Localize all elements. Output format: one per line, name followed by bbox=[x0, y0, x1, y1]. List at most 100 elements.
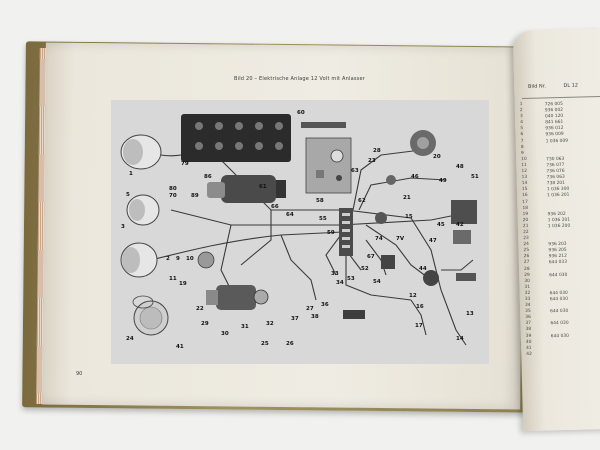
diagram-label: 14 bbox=[456, 336, 464, 342]
diagram-label: 7V bbox=[396, 236, 405, 242]
regulator bbox=[451, 200, 477, 224]
starter-motor bbox=[207, 175, 286, 203]
fuse-box bbox=[339, 208, 353, 256]
diagram-label: 45 bbox=[437, 222, 445, 228]
page-number: 90 bbox=[76, 371, 83, 377]
headlight-left-middle bbox=[126, 194, 160, 226]
diagram-label: 22 bbox=[196, 306, 204, 312]
connector-block bbox=[456, 273, 476, 281]
diagram-label: 51 bbox=[471, 174, 479, 180]
table-header-figure-no: Bild Nr. bbox=[527, 83, 546, 90]
table-cell: 17 bbox=[522, 199, 528, 205]
diagram-label: 13 bbox=[466, 311, 474, 317]
diagram-label: 37 bbox=[291, 316, 299, 322]
diagram-label: 12 bbox=[409, 293, 417, 299]
diagram-label: 20 bbox=[433, 154, 441, 160]
figure-caption: Bild 20 – Elektrische Anlage 12 Volt mit… bbox=[234, 76, 365, 82]
diagram-label: 3 bbox=[121, 224, 125, 230]
table-cell: 16 bbox=[522, 193, 528, 199]
diagram-label: 9 bbox=[176, 256, 180, 262]
dimmer-switch bbox=[375, 212, 387, 224]
table-cell: 1 036 201 bbox=[547, 193, 570, 199]
diagram-label: 41 bbox=[176, 344, 184, 350]
table-cell: 27 bbox=[523, 260, 530, 266]
diagram-label: 21 bbox=[403, 195, 411, 201]
wiring-diagram-plate: 80 79 70 89 86 60 61 66 64 55 58 59 62 6… bbox=[111, 100, 489, 364]
table-cell: 38 bbox=[525, 327, 532, 333]
diagram-label: 64 bbox=[286, 212, 294, 218]
table-cell: 39 bbox=[525, 333, 532, 339]
diagram-label: 2 bbox=[166, 256, 170, 262]
diagram-label: 61 bbox=[259, 184, 267, 190]
diagram-label: 5 bbox=[126, 192, 130, 198]
diagram-label: 23 bbox=[368, 158, 376, 164]
diagram-label: 59 bbox=[327, 230, 335, 236]
diagram-label: 67 bbox=[367, 254, 375, 260]
diagram-label: 15 bbox=[405, 214, 413, 220]
warning-lamp bbox=[386, 175, 396, 185]
instrument-panel bbox=[305, 137, 352, 194]
diagram-label: 19 bbox=[179, 281, 187, 287]
headlight-left-top bbox=[120, 134, 162, 170]
diagram-label: 58 bbox=[316, 198, 324, 204]
diagram-label: 31 bbox=[241, 324, 249, 330]
plug-connector bbox=[343, 310, 365, 319]
diagram-label: 46 bbox=[411, 174, 419, 180]
diagram-label-group: 80 79 70 89 86 60 61 66 64 55 58 59 62 6… bbox=[121, 110, 479, 350]
relay bbox=[381, 255, 395, 269]
diagram-label: 47 bbox=[429, 238, 437, 244]
headlight-left-bottom bbox=[120, 242, 158, 278]
ignition-switch bbox=[423, 270, 439, 286]
diagram-label: 29 bbox=[201, 321, 209, 327]
table-cell: 1 036 009 bbox=[545, 138, 569, 144]
diagram-label: 28 bbox=[373, 148, 381, 154]
horn bbox=[410, 130, 436, 156]
diagram-label: 63 bbox=[351, 168, 359, 174]
tail-light-lens bbox=[132, 295, 169, 336]
diagram-label: 30 bbox=[221, 331, 229, 337]
diagram-label: 48 bbox=[456, 164, 464, 170]
diagram-label: 11 bbox=[169, 276, 177, 282]
diagram-label: 66 bbox=[271, 204, 279, 210]
diagram-label: 24 bbox=[126, 336, 134, 342]
table-cell: 28 bbox=[523, 266, 530, 272]
diagram-label: 32 bbox=[266, 321, 274, 327]
diagram-label: 55 bbox=[319, 216, 327, 222]
table-cell: 18 bbox=[522, 205, 529, 211]
diagram-label: 25 bbox=[261, 341, 269, 347]
diagram-label: 42 bbox=[456, 222, 464, 228]
diagram-label: 33 bbox=[331, 271, 339, 277]
diagram-label: 36 bbox=[321, 302, 329, 308]
table-cell: 1 036 200 bbox=[547, 223, 571, 230]
diagram-label: 26 bbox=[286, 341, 294, 347]
table-cell: 42 bbox=[526, 351, 532, 357]
diagram-label: 44 bbox=[419, 266, 427, 272]
diagram-label: 80 bbox=[169, 186, 177, 192]
diagram-label: 53 bbox=[347, 276, 355, 282]
diagram-label: 16 bbox=[416, 304, 424, 310]
diagram-label: 74 bbox=[375, 236, 383, 242]
wiring-diagram: 80 79 70 89 86 60 61 66 64 55 58 59 62 6… bbox=[111, 100, 489, 364]
battery-strap bbox=[301, 122, 346, 128]
diagram-label: 1 bbox=[129, 171, 133, 177]
generator bbox=[206, 285, 269, 310]
diagram-label: 54 bbox=[373, 279, 381, 285]
table-cell bbox=[551, 352, 574, 359]
diagram-label: 34 bbox=[336, 280, 344, 286]
diagram-label: 70 bbox=[169, 193, 177, 199]
table-cell: 40 bbox=[525, 339, 532, 345]
battery bbox=[181, 114, 291, 162]
diagram-label: 27 bbox=[306, 306, 314, 312]
diagram-label: 79 bbox=[181, 161, 189, 167]
diagram-label: 17 bbox=[415, 323, 423, 329]
diagram-label: 60 bbox=[297, 110, 305, 116]
flasher-unit bbox=[453, 230, 471, 244]
table-cell: 29 bbox=[524, 272, 530, 278]
diagram-label: 62 bbox=[358, 198, 366, 204]
small-lamp bbox=[197, 251, 215, 269]
table-header-dl12: DL 12 bbox=[563, 82, 579, 89]
diagram-label: 89 bbox=[191, 193, 199, 199]
diagram-label: 49 bbox=[439, 178, 447, 184]
diagram-label: 38 bbox=[311, 314, 319, 320]
diagram-label: 10 bbox=[186, 256, 194, 262]
